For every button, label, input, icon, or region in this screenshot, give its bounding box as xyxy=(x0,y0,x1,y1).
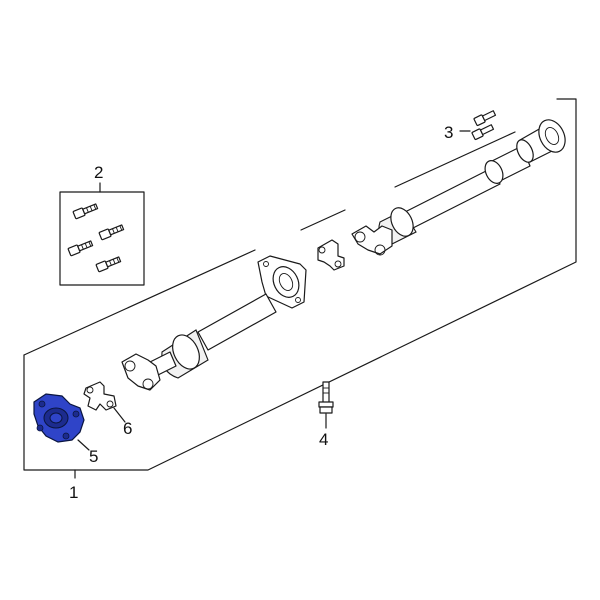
center-bearing-bracket xyxy=(257,255,307,309)
kit-bolt-2 xyxy=(98,224,125,241)
rear-slip-yoke xyxy=(351,225,393,256)
leader-lines xyxy=(74,130,471,479)
kit-bolt-4 xyxy=(95,256,122,273)
assembly-outline xyxy=(23,98,577,471)
callout-4: 4 xyxy=(319,430,328,449)
callout-5: 5 xyxy=(89,447,98,466)
rear-shaft-tube xyxy=(378,119,566,245)
front-shaft-tube xyxy=(149,293,277,379)
callout-2: 2 xyxy=(94,163,103,182)
front-yoke xyxy=(121,353,161,391)
center-universal-joint xyxy=(317,239,345,271)
callout-6: 6 xyxy=(123,419,132,438)
kit-bolt-1 xyxy=(72,203,99,220)
bolt-pair xyxy=(471,110,497,141)
single-bolt xyxy=(318,381,334,414)
universal-joint-cross xyxy=(83,381,117,411)
bolt-kit-box xyxy=(59,182,145,286)
callout-3: 3 xyxy=(444,123,453,142)
companion-flange-highlighted xyxy=(33,393,85,443)
callout-1: 1 xyxy=(69,483,78,502)
kit-bolt-3 xyxy=(67,240,94,257)
